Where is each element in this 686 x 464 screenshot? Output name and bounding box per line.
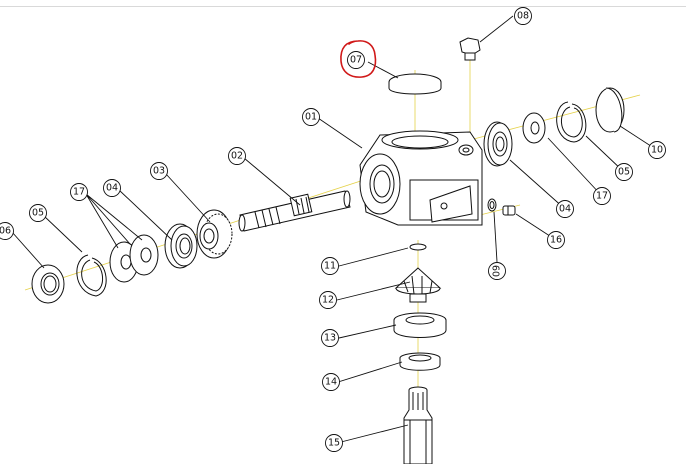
svg-text:05: 05	[32, 208, 44, 219]
part-05-circlip-left	[77, 255, 106, 296]
part-10-cover	[596, 88, 624, 132]
window-top-edge	[0, 0, 686, 7]
part-14-seal-lower	[400, 353, 440, 370]
callout-03: 03	[150, 162, 168, 180]
part-04-bearing-right	[484, 122, 512, 166]
callout-17-right: 17	[593, 187, 611, 205]
callout-07: 07	[347, 51, 365, 69]
callout-10: 10	[648, 141, 666, 159]
part-03-bevel-gear	[197, 210, 232, 258]
part-17-spacer-right	[523, 113, 545, 143]
callout-04-right: 04	[556, 200, 574, 218]
part-08-plug	[460, 38, 480, 60]
part-11-snap-ring	[410, 244, 426, 250]
callout-04-left: 04	[103, 179, 121, 197]
part-04-bearing-left	[165, 224, 197, 268]
svg-text:04: 04	[106, 183, 118, 194]
svg-text:09: 09	[492, 265, 503, 277]
part-17-spacers-left	[110, 235, 158, 282]
callout-13: 13	[321, 329, 339, 347]
callout-08: 08	[514, 7, 532, 25]
svg-text:11: 11	[324, 261, 336, 272]
svg-text:04: 04	[559, 204, 571, 215]
callout-06: 06	[0, 222, 14, 240]
svg-text:08: 08	[517, 11, 529, 22]
callout-17-left: 17	[70, 183, 88, 201]
callout-12: 12	[319, 291, 337, 309]
callout-16: 16	[547, 231, 565, 249]
svg-text:06: 06	[0, 226, 11, 237]
svg-text:16: 16	[550, 235, 562, 246]
callout-15: 15	[325, 434, 343, 452]
part-05-circlip-right	[557, 102, 586, 142]
part-07-cap	[389, 74, 441, 94]
callout-02: 02	[228, 147, 246, 165]
part-16-fitting	[503, 206, 515, 215]
svg-text:07: 07	[350, 55, 362, 66]
part-13-bearing-lower	[394, 313, 446, 338]
svg-text:13: 13	[324, 333, 336, 344]
callout-11: 11	[321, 257, 339, 275]
svg-text:12: 12	[322, 295, 334, 306]
callout-09: 09	[488, 262, 506, 280]
callout-05-left: 05	[29, 204, 47, 222]
callout-01: 01	[302, 108, 320, 126]
part-06-seal	[32, 265, 64, 303]
part-12-pinion-gear	[396, 268, 440, 302]
svg-text:03: 03	[153, 166, 165, 177]
highlight-circle-07	[340, 40, 377, 78]
svg-text:17: 17	[596, 191, 608, 202]
part-02-shaft	[239, 191, 350, 231]
svg-text:17: 17	[73, 187, 85, 198]
svg-text:15: 15	[328, 438, 340, 449]
callout-14: 14	[322, 373, 340, 391]
part-15-output-shaft	[404, 387, 432, 464]
svg-text:10: 10	[651, 145, 663, 156]
svg-text:05: 05	[618, 167, 630, 178]
svg-text:01: 01	[305, 112, 317, 123]
leader-lines	[11, 15, 658, 443]
part-09-o-ring	[488, 199, 496, 211]
part-01-gearbox-housing	[360, 131, 482, 225]
callout-05-right: 05	[615, 163, 633, 181]
svg-text:02: 02	[231, 151, 243, 162]
svg-text:14: 14	[325, 377, 337, 388]
